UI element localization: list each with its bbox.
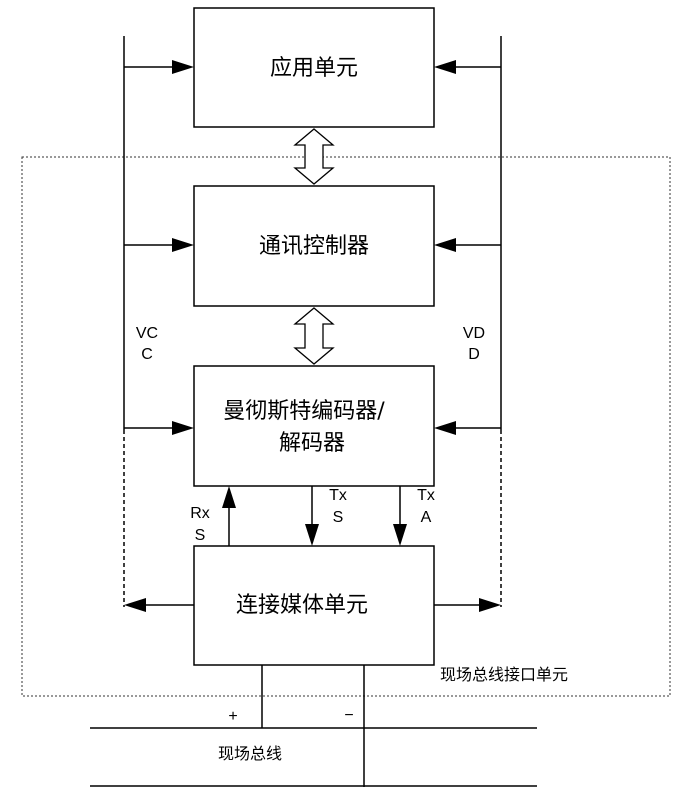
- app-comm-double-arrow: [293, 128, 335, 185]
- vdd-feed-comm-arrow: [434, 238, 501, 252]
- rxs-label-line1: Rx: [190, 505, 210, 522]
- txa-arrow: [393, 486, 407, 546]
- comm-controller-block: 通讯控制器: [193, 185, 435, 307]
- media-to-vdd-arrow: [434, 598, 501, 612]
- txs-label-line2: S: [333, 509, 344, 526]
- plus-sign: +: [228, 708, 237, 725]
- codec-label-line1: 曼彻斯特编码器/: [223, 399, 385, 424]
- vdd-label-line1: VD: [463, 325, 485, 342]
- vcc-feed-app-arrow: [124, 60, 194, 74]
- app-unit-label: 应用单元: [270, 56, 358, 81]
- codec-block: 曼彻斯特编码器/ 解码器: [193, 365, 435, 487]
- comm-controller-label: 通讯控制器: [259, 234, 369, 259]
- app-unit-block: 应用单元: [193, 7, 435, 128]
- codec-label-line2: 解码器: [279, 431, 345, 456]
- rxs-arrow: [222, 486, 236, 546]
- vcc-feed-codec-arrow: [124, 421, 194, 435]
- fieldbus-label: 现场总线: [218, 744, 282, 763]
- txa-label-line2: A: [421, 509, 432, 526]
- media-unit-block: 连接媒体单元: [193, 545, 435, 666]
- minus-sign: −: [344, 707, 353, 724]
- vcc-label-line1: VC: [136, 325, 158, 342]
- txs-arrow: [305, 486, 319, 546]
- media-to-vcc-arrow: [124, 598, 194, 612]
- vcc-feed-comm-arrow: [124, 238, 194, 252]
- vdd-feed-app-arrow: [434, 60, 501, 74]
- txs-label-line1: Tx: [329, 487, 347, 504]
- media-unit-label: 连接媒体单元: [236, 593, 368, 618]
- vdd-label-line2: D: [468, 346, 480, 363]
- interface-unit-boundary: [21, 156, 671, 697]
- comm-codec-double-arrow: [293, 307, 335, 365]
- interface-unit-label: 现场总线接口单元: [440, 665, 568, 684]
- vcc-label-line2: C: [141, 346, 153, 363]
- rxs-label-line2: S: [195, 527, 206, 544]
- vdd-feed-codec-arrow: [434, 421, 501, 435]
- txa-label-line1: Tx: [417, 487, 435, 504]
